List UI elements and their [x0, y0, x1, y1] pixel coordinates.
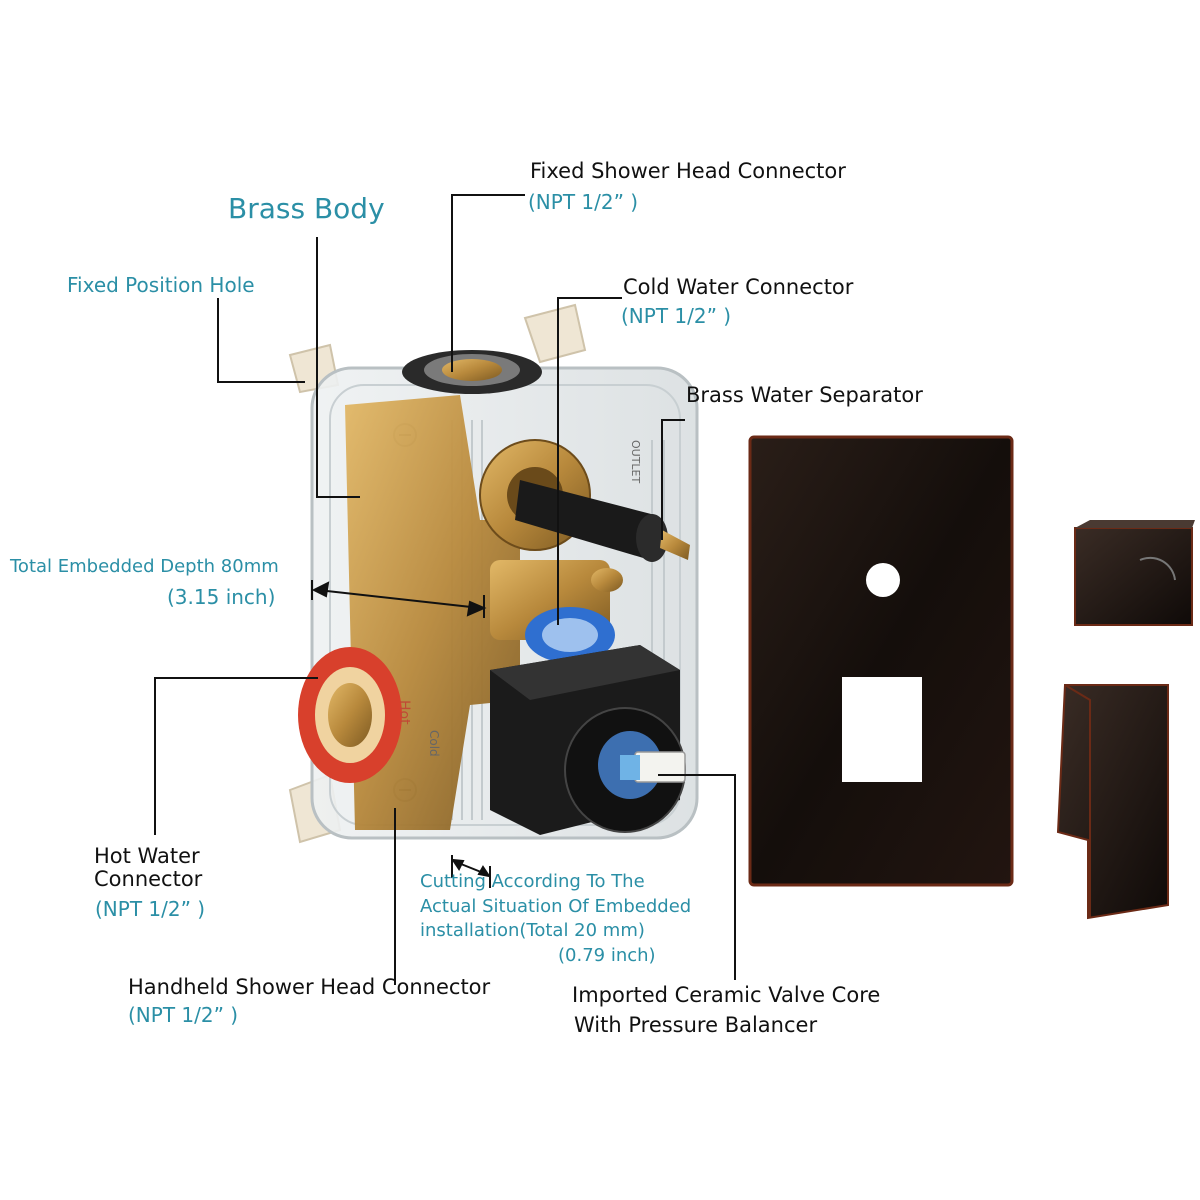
hot-water-spec: (NPT 1/2” ) [95, 897, 206, 921]
callout-lines [154, 194, 736, 985]
cutting-note-line2: Actual Situation Of Embedded [420, 896, 692, 917]
trim-plate [748, 435, 1014, 887]
cutting-note-line4: (0.79 inch) [558, 945, 656, 966]
square-knob-icon [1074, 520, 1195, 626]
valve-cartridge [490, 645, 686, 835]
cold-marking: Cold [427, 730, 441, 757]
depth-dimension-arrow [311, 580, 487, 618]
brass-body-label: Brass Body [228, 192, 385, 225]
hot-water-label-line2: Connector [94, 867, 203, 891]
cold-water-port [525, 607, 615, 663]
embedded-depth-title: Total Embedded Depth 80mm [10, 556, 279, 577]
cutting-dimension-arrow [450, 855, 492, 888]
cutting-note-line3: installation(Total 20 mm) [420, 920, 645, 941]
hot-marking: Hot [396, 700, 412, 725]
handheld-connector-spec: (NPT 1/2” ) [128, 1003, 239, 1027]
outlet-marking: OUTLET [629, 440, 642, 484]
fixed-position-hole-label: Fixed Position Hole [67, 273, 255, 297]
cutting-note-line1: Cutting According To The [420, 871, 645, 892]
hot-water-label-line1: Hot Water [94, 844, 200, 868]
valve-core-label-line2: With Pressure Balancer [574, 1013, 818, 1037]
fixed-shower-connector-title: Fixed Shower Head Connector [530, 159, 846, 183]
brass-water-separator-label: Brass Water Separator [686, 383, 923, 407]
cold-water-connector-title: Cold Water Connector [623, 275, 854, 299]
handheld-connector-title: Handheld Shower Head Connector [128, 975, 491, 999]
embedded-depth-inch: (3.15 inch) [167, 585, 276, 609]
fixed-shower-connector-spec: (NPT 1/2” ) [528, 190, 639, 214]
lever-handle-icon [1056, 684, 1169, 920]
hot-water-port [298, 647, 402, 783]
valve-core-label-line1: Imported Ceramic Valve Core [572, 983, 881, 1007]
top-outlet-port [402, 350, 542, 394]
water-separator [479, 439, 690, 592]
cold-water-connector-spec: (NPT 1/2” ) [621, 304, 732, 328]
